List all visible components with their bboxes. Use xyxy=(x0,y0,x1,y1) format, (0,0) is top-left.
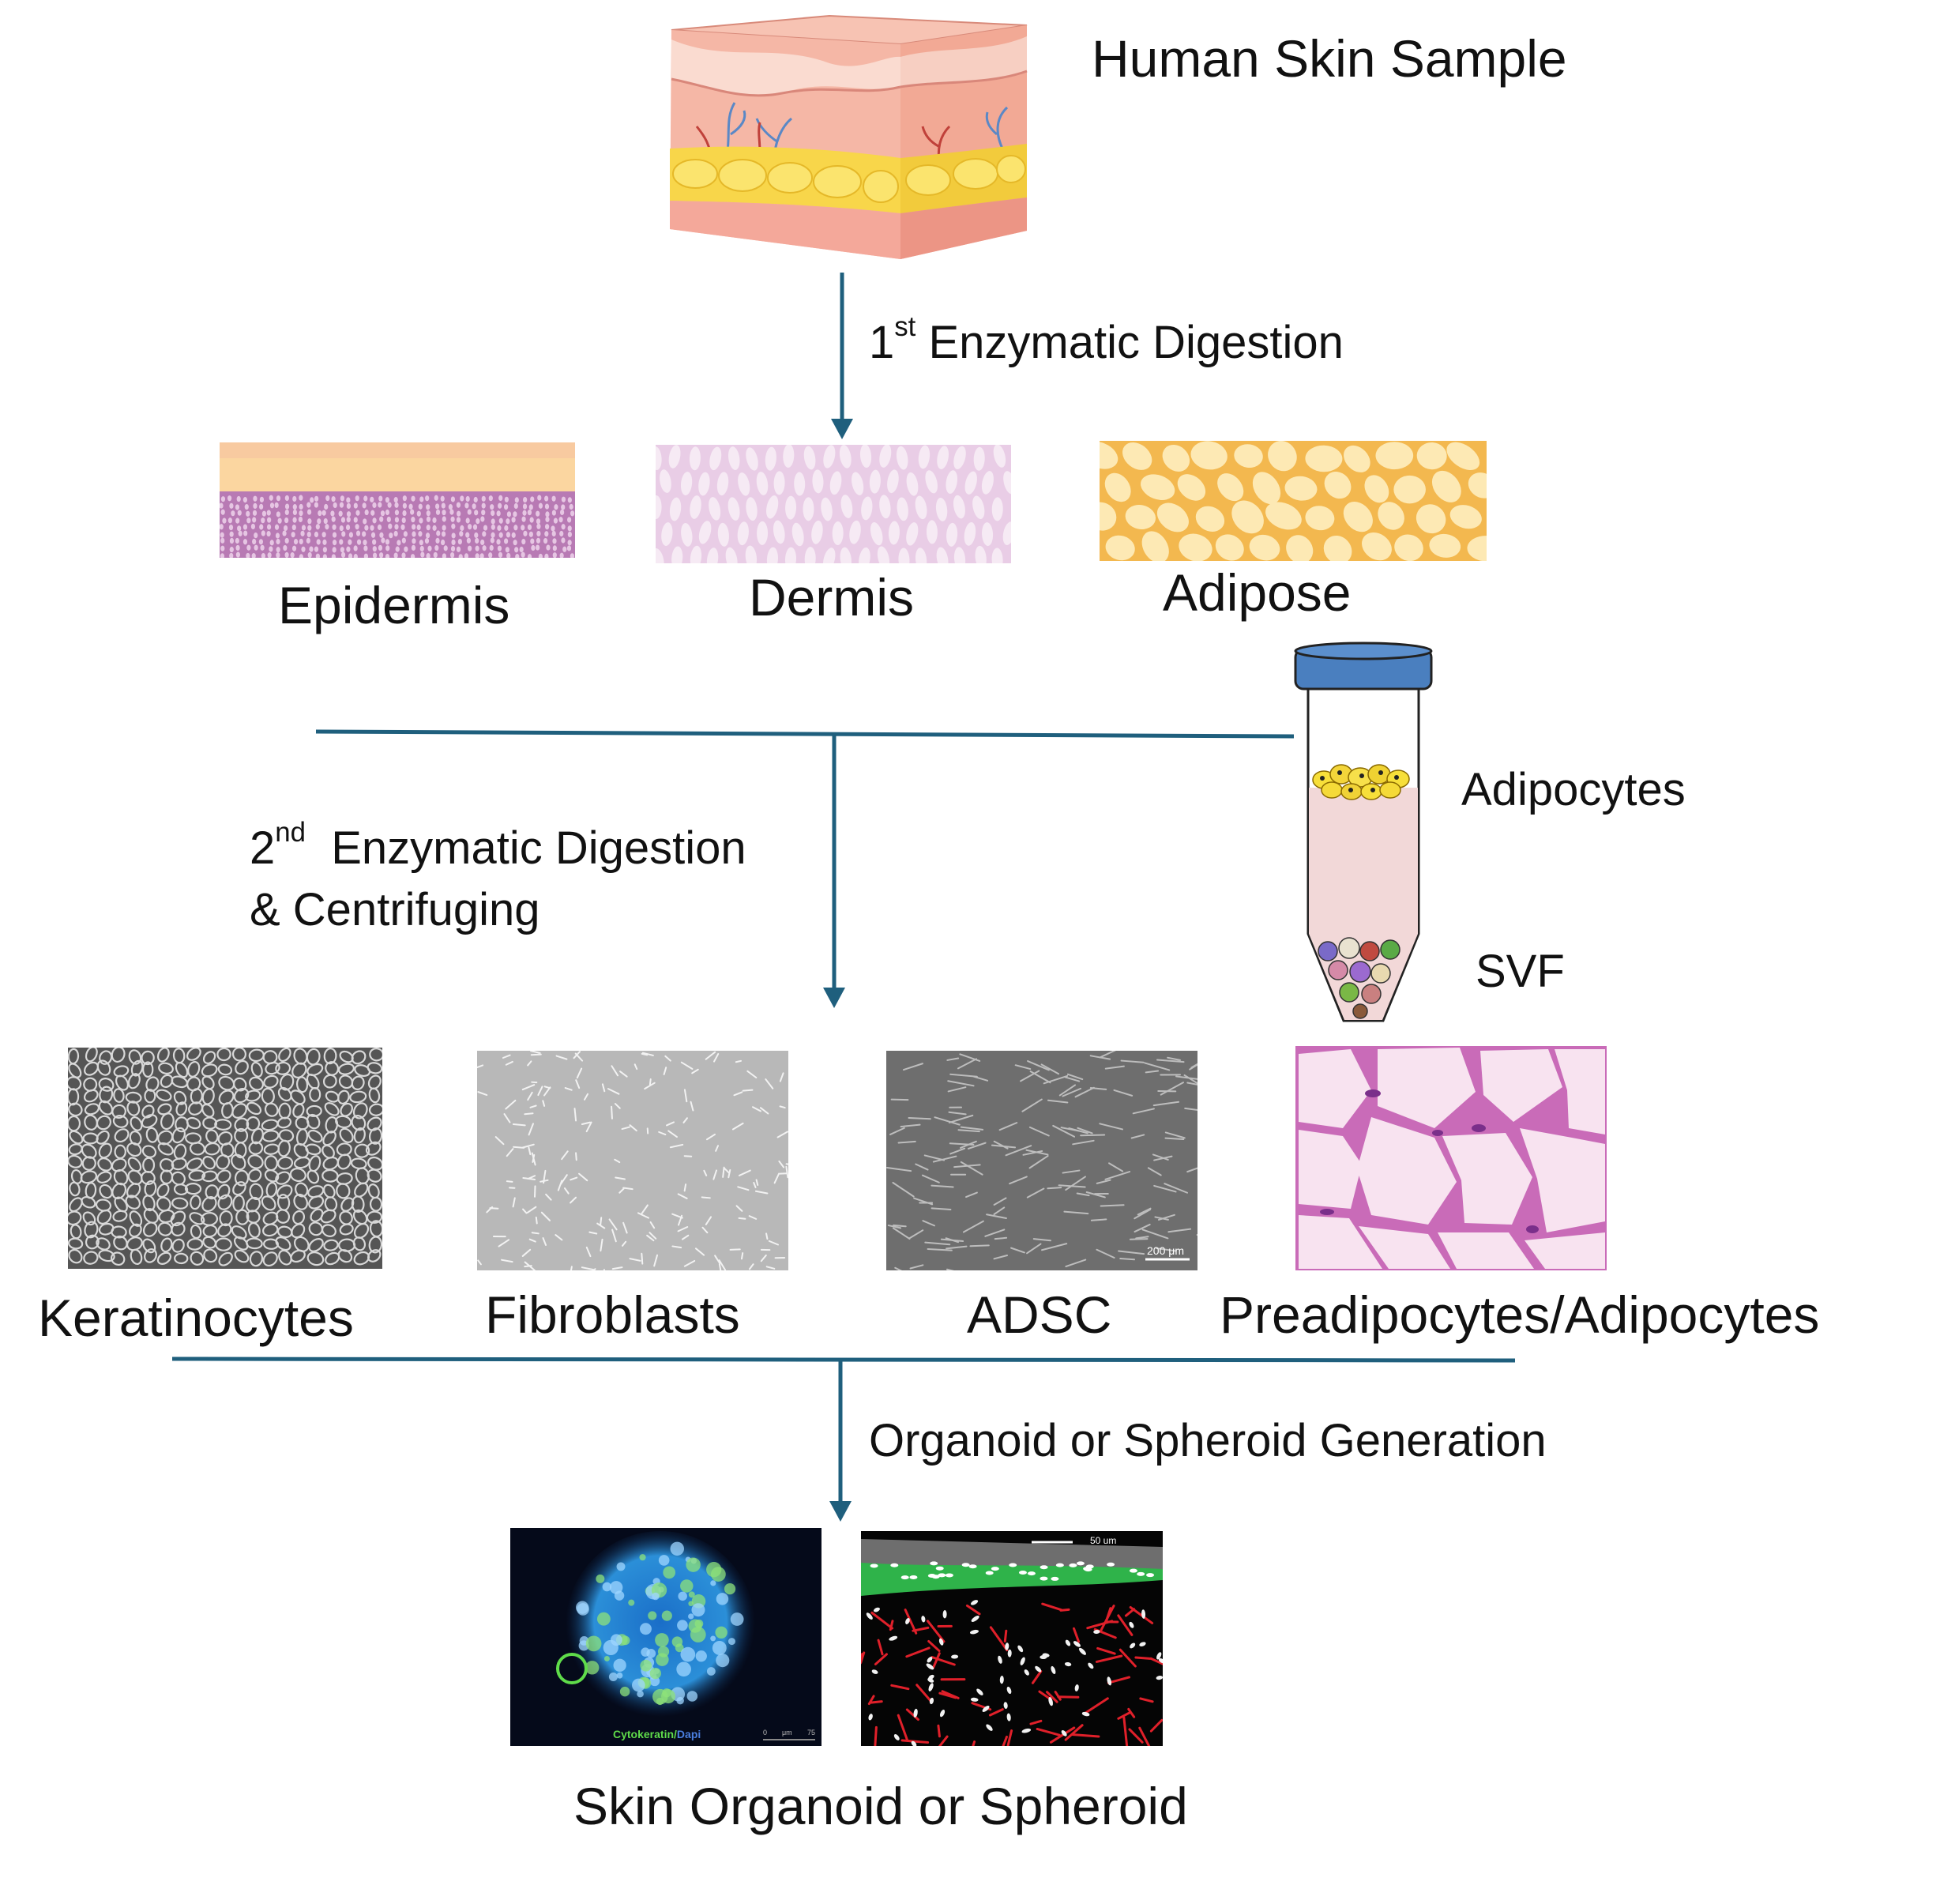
label-keratinocytes: Keratinocytes xyxy=(38,1289,354,1347)
adsc-micrograph: 200 μm xyxy=(886,1051,1197,1270)
spheroid-fluorescence-image: Cytokeratin/Dapi 0 μm 75 xyxy=(510,1528,821,1746)
preadipocytes-histology xyxy=(1295,1046,1607,1270)
scale-zero-text: 0 xyxy=(763,1729,767,1737)
branch-line-bottom xyxy=(171,1357,1516,1363)
arrowhead-step3 xyxy=(829,1501,852,1522)
skin-sample-illustration xyxy=(656,8,1043,280)
step1-sup: st xyxy=(894,311,916,343)
fibroblasts-micrograph xyxy=(477,1051,788,1270)
scale-50um-text: 50 um xyxy=(1090,1535,1116,1546)
label-dermis: Dermis xyxy=(749,568,914,627)
label-fibroblasts: Fibroblasts xyxy=(485,1285,740,1344)
stain-cytokeratin-text: Cytokeratin xyxy=(613,1728,674,1740)
step2-prefix: 2 xyxy=(250,822,276,874)
label-epidermis: Epidermis xyxy=(278,576,510,634)
keratinocytes-micrograph xyxy=(68,1048,382,1269)
svg-text:Cytokeratin/Dapi: Cytokeratin/Dapi xyxy=(613,1728,701,1740)
arrowhead-step2 xyxy=(823,988,845,1008)
stain-separator-text: / xyxy=(674,1728,677,1740)
adipose-illustration xyxy=(1100,441,1487,561)
scale-75-text: 75 xyxy=(807,1729,815,1737)
scale-unit-text: μm xyxy=(782,1729,792,1737)
step1-label: 1st Enzymatic Digestion xyxy=(869,313,1344,369)
step1-prefix: 1 xyxy=(869,317,895,368)
arrowhead-step1 xyxy=(831,419,853,439)
step3-label: Organoid or Spheroid Generation xyxy=(869,1415,1547,1466)
step1-text: Enzymatic Digestion xyxy=(915,317,1344,368)
stain-dapi-text: Dapi xyxy=(677,1728,701,1740)
step2-text: Enzymatic Digestion xyxy=(305,822,746,874)
branch-line-top xyxy=(315,729,1295,739)
label-tube-svf: SVF xyxy=(1476,946,1565,997)
step2-label-line2: & Centrifuging xyxy=(250,884,540,935)
dermis-illustration xyxy=(656,445,1011,563)
label-adipose: Adipose xyxy=(1163,563,1352,622)
title-human-skin-sample: Human Skin Sample xyxy=(1092,29,1567,88)
label-tube-adipocytes: Adipocytes xyxy=(1461,764,1686,815)
label-skin-organoid: Skin Organoid or Spheroid xyxy=(573,1777,1188,1835)
epidermis-illustration xyxy=(220,442,575,558)
label-adsc: ADSC xyxy=(967,1285,1112,1344)
step2-label: 2nd Enzymatic Digestion xyxy=(250,818,746,875)
centrifuge-tube xyxy=(1292,642,1434,1029)
step2-sup: nd xyxy=(275,817,306,849)
label-preadipocytes: Preadipocytes/Adipocytes xyxy=(1220,1285,1820,1344)
adsc-scale-text: 200 μm xyxy=(1147,1244,1184,1257)
skin-section-fluorescence-image: 50 um xyxy=(861,1531,1163,1746)
